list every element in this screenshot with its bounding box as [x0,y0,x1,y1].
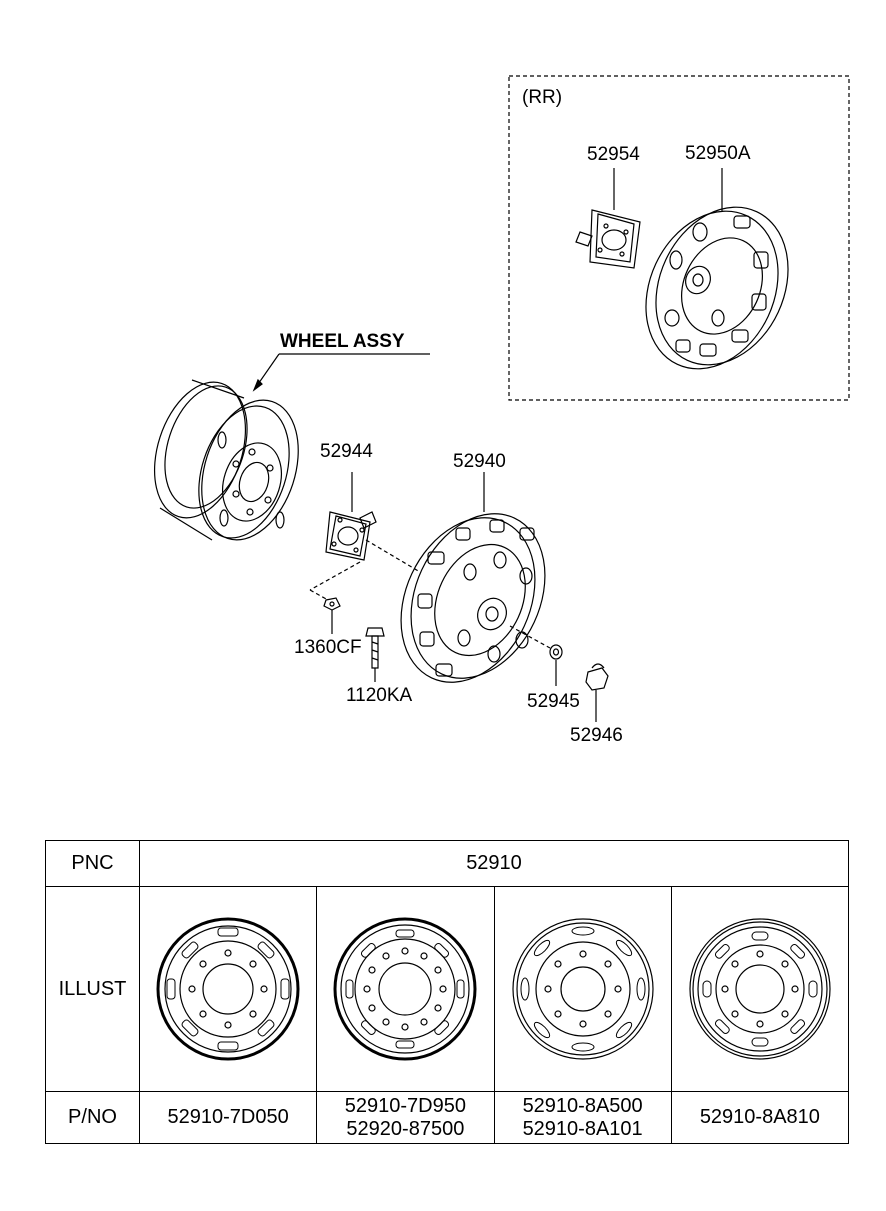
pno-cell-1: 52910-7D050 [138,1091,318,1144]
pno-value: 52910-7D050 [167,1106,289,1128]
illust-wheel-2 [316,886,495,1092]
pno-cell-4: 52910-8A810 [670,1091,850,1144]
callout-52945: 52945 [527,691,580,712]
pno-cell-3: 52910-8A500 52910-8A101 [493,1091,672,1144]
callout-1120KA: 1120KA [346,685,413,706]
rr-label: (RR) [522,87,563,108]
callout-52946: 52946 [570,725,623,746]
wheel-exploded-diagram [153,75,850,722]
wheel-assy-label: WHEEL ASSY [280,331,405,352]
part-steel-wheel [153,379,299,541]
part-52946-nut [585,663,609,722]
illust-row: ILLUST [45,886,850,1092]
part-52950A-cover [645,168,789,370]
pno-cell-2: 52910-7D950 52920-87500 [316,1091,495,1144]
part-1360CF-nut [323,597,341,634]
part-52954-bracket [575,168,641,269]
callout-52944: 52944 [320,441,373,462]
pnc-row: PNC 52910 [45,840,849,887]
illust-wheel-1 [138,886,318,1092]
illust-wheel-4 [670,886,850,1092]
pnc-header: PNC [45,840,140,887]
part-1120KA-bolt [365,627,385,682]
pno-value: 52910-8A101 [522,1117,643,1140]
pnc-value: 52910 [139,840,849,887]
illust-wheel-3 [493,886,672,1092]
wheel-illustration-4 [689,918,831,1060]
part-52940-cover [400,472,546,683]
pno-value: 52910-8A810 [699,1106,820,1128]
parts-table: PNC 52910 ILLUST [45,840,850,1144]
part-52945-washer [509,625,563,686]
pno-value: 52910-8A500 [522,1094,643,1117]
callout-52940: 52940 [453,451,506,472]
pno-row: P/NO 52910-7D050 52910-7D950 52920-87500… [45,1091,850,1144]
pno-value: 52910-7D950 [344,1094,466,1117]
callout-52954: 52954 [587,144,640,165]
wheel-illustration-1 [156,917,300,1061]
wheel-illustration-2 [333,917,477,1061]
rr-detail-box [508,75,850,401]
part-52944-bracket [309,472,421,601]
callout-52950A: 52950A [685,143,751,164]
wheel-assy-leader [252,353,430,392]
callout-1360CF: 1360CF [294,637,362,658]
illust-header: ILLUST [45,886,140,1092]
pno-header: P/NO [45,1091,140,1144]
pno-value: 52920-87500 [346,1117,465,1140]
wheel-illustration-3 [512,918,654,1060]
